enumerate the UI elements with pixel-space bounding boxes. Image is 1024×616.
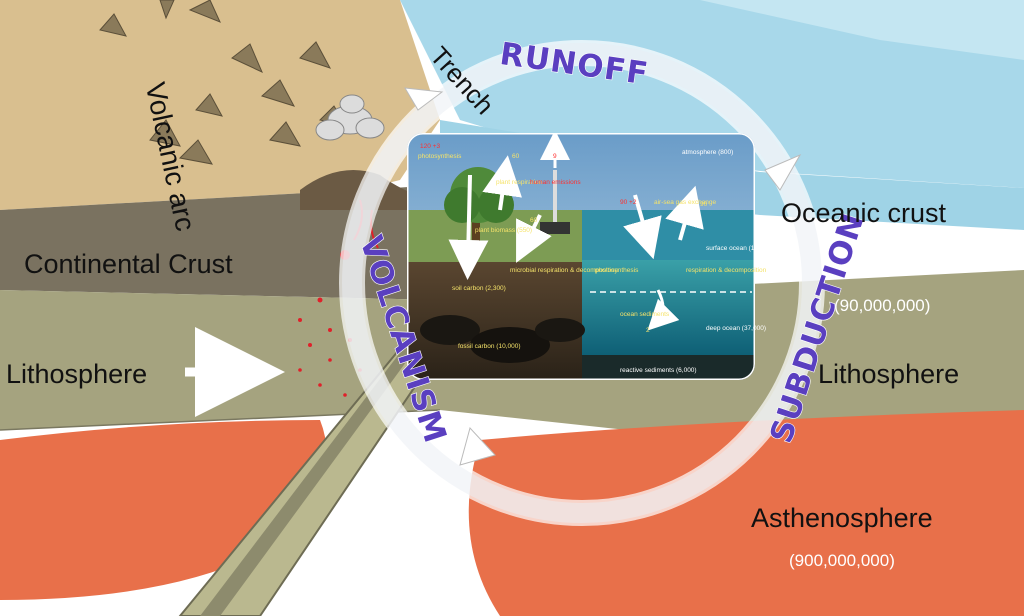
cycle-arrow-bottom — [459, 426, 496, 466]
cycle-arrow-right — [764, 153, 802, 191]
inset-air-sea-exchange: air-sea gas exchange — [654, 199, 717, 206]
inset-labels: 120 +3 photosynthesis 60 plant respirati… — [418, 143, 769, 374]
asthenosphere-label: Asthenosphere — [751, 503, 933, 533]
asthenosphere-amount-label: (900,000,000) — [789, 551, 895, 570]
oceanic-crust-label: Oceanic crust — [781, 198, 947, 228]
inset-reactive-sediments: reactive sediments (6,000) — [620, 367, 697, 374]
ocean-depth — [700, 0, 1024, 60]
inset-flux-air-sea: 90 +2 — [620, 199, 637, 206]
inset-flux-plant-resp: 60 — [512, 153, 520, 160]
inset-flux-human: 9 — [553, 153, 557, 160]
inset-fossil-carbon: fossil carbon (10,000) — [458, 343, 521, 350]
inset-plant-respiration: plant respiration — [496, 179, 543, 186]
mountains — [99, 0, 348, 165]
inset-flux-photo: 120 +3 — [420, 143, 440, 150]
inset-deep-ocean: deep ocean (37,000) — [706, 325, 766, 332]
continental-crust-label: Continental Crust — [24, 249, 233, 279]
inset-soil-carbon: soil carbon (2,300) — [452, 285, 506, 292]
oceanic-amount-label: (90,000,000) — [834, 296, 931, 315]
ash-cloud — [315, 94, 385, 141]
cycle-arrow-top — [404, 87, 444, 111]
inset-surface-ocean: surface ocean (1,000) — [706, 245, 769, 252]
inset-human-emissions: human emissions — [530, 179, 581, 186]
inset-ocean-sediments: ocean sediments — [620, 311, 670, 318]
continental-crust — [0, 185, 440, 300]
lithosphere-left-label: Lithosphere — [6, 359, 148, 389]
inset-respiration-ocean: respiration & decomposition — [686, 267, 767, 274]
inset-photosynthesis-ocean: photosynthesis — [595, 267, 639, 274]
inset-flux-microbial: 60 — [530, 217, 538, 224]
lithosphere-right-label: Lithosphere — [818, 359, 960, 389]
inset-photosynthesis-land: photosynthesis — [418, 153, 462, 160]
volcanic-arc-land — [0, 0, 440, 210]
inset-microbial: microbial respiration & decomposition — [510, 267, 618, 274]
asthenosphere-right — [468, 410, 1024, 616]
inset-flux-air-sea-back: 90 — [700, 201, 708, 208]
inset-plant-biomass: plant biomass (550) — [475, 227, 532, 234]
carbon-cycle-inset — [407, 133, 755, 380]
inset-atmosphere: atmosphere (800) — [682, 149, 733, 156]
inset-flux-ocean-sed: 2 — [646, 327, 650, 334]
arrow-slab-down — [354, 454, 449, 552]
